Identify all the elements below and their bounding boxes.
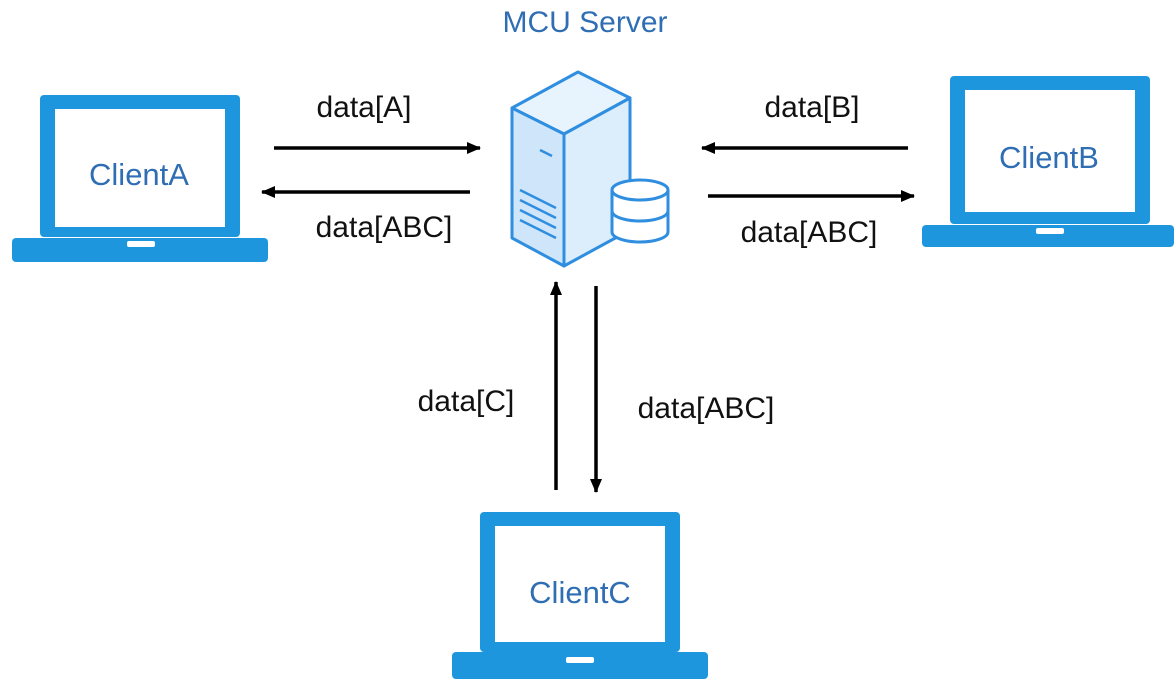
client-b-label: ClientB [999,140,1099,175]
label-a-to-server: data[A] [316,91,411,124]
laptop-icon [922,76,1174,247]
client-c-laptop: ClientC [452,512,708,679]
client-a-laptop: ClientA [12,95,268,262]
client-b-laptop: ClientB [922,76,1174,247]
client-c-label: ClientC [529,575,631,610]
client-a-label: ClientA [89,157,189,192]
server-title: MCU Server [502,6,667,39]
label-server-to-a: data[ABC] [316,211,453,244]
label-b-to-server: data[B] [764,91,859,124]
laptop-icon [12,95,268,262]
server-database-icon [510,70,670,268]
label-server-to-b: data[ABC] [741,216,878,249]
label-server-to-c: data[ABC] [638,392,775,425]
label-c-to-server: data[C] [418,385,515,418]
laptop-icon [452,512,708,679]
